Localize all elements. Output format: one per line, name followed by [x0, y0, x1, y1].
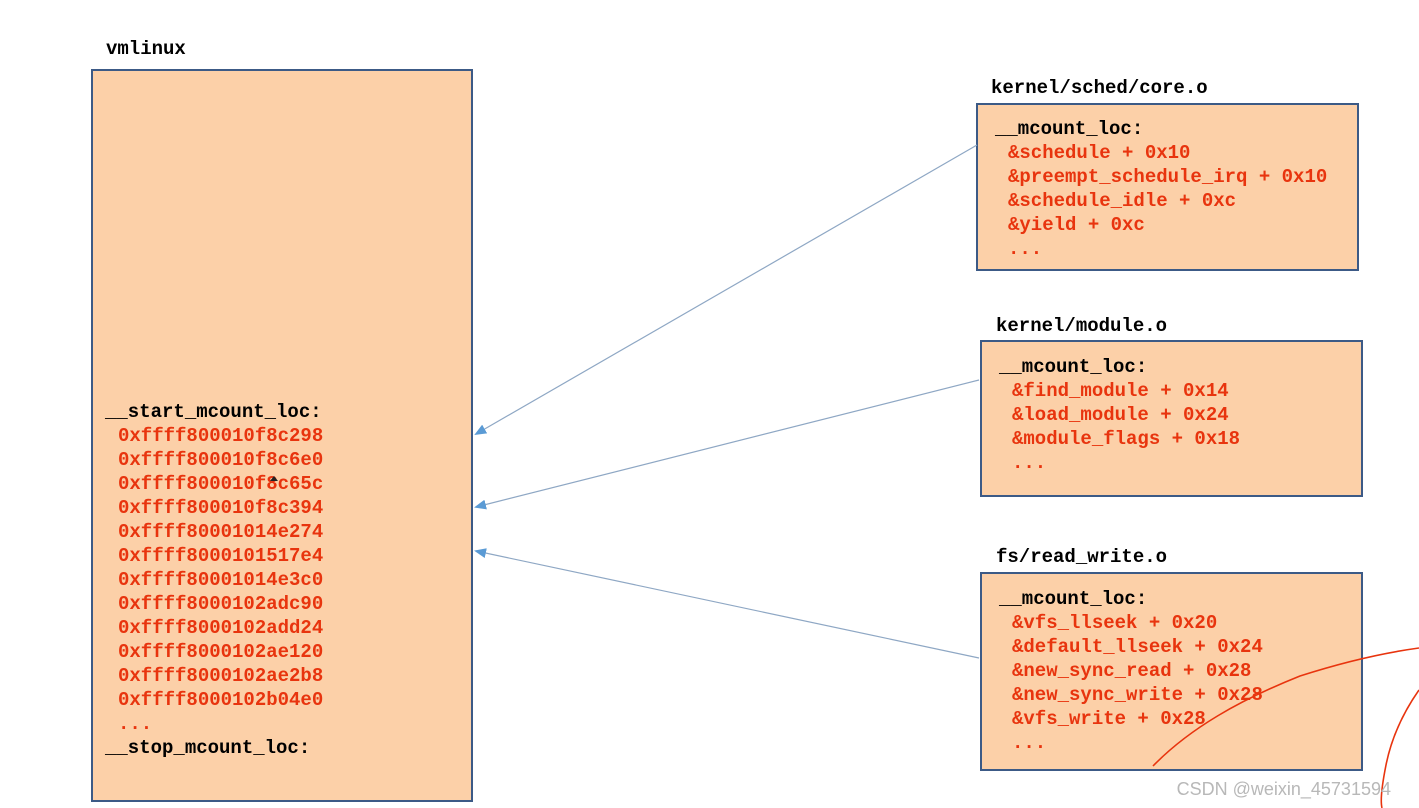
vmlinux-title: vmlinux [106, 38, 186, 60]
read-write-to-vmlinux-arrow [474, 548, 980, 659]
address-row: 0xffff8000102ae2b8 [118, 665, 324, 687]
core-to-vmlinux-arrow [474, 144, 978, 435]
section-label: __mcount_loc: [999, 588, 1148, 610]
mcount-entry: &new_sync_read + 0x28 [1012, 660, 1252, 682]
mcount-entry: &vfs_llseek + 0x20 [1012, 612, 1218, 634]
core-o-box [976, 103, 1359, 271]
address-row: 0xffff8000102ae120 [118, 641, 324, 663]
address-row: 0xffff80001014e3c0 [118, 569, 324, 591]
mcount-entry: &find_module + 0x14 [1012, 380, 1229, 402]
address-row: 0xffff80001014e274 [118, 521, 324, 543]
entry-ellipsis: ... [1012, 452, 1047, 474]
mcount-entry: &yield + 0xc [1008, 214, 1145, 236]
mcount-entry: &vfs_write + 0x28 [1012, 708, 1206, 730]
stop-mcount-label: __stop_mcount_loc: [105, 737, 311, 759]
section-label: __mcount_loc: [995, 118, 1144, 140]
module-to-vmlinux-arrow [474, 379, 980, 510]
entry-ellipsis: ... [1008, 238, 1043, 260]
mcount-entry: &load_module + 0x24 [1012, 404, 1229, 426]
red-annotation-stroke [1152, 647, 1419, 767]
address-row: 0xffff8000101517e4 [118, 545, 324, 567]
mcount-entry: &schedule_idle + 0xc [1008, 190, 1237, 212]
cursor-mark [270, 476, 278, 481]
address-row: 0xffff800010f8c65c [118, 473, 324, 495]
address-row: 0xffff800010f8c298 [118, 425, 324, 447]
address-row: 0xffff8000102add24 [118, 617, 324, 639]
read-write-o-box [980, 572, 1363, 771]
mcount-entry: &module_flags + 0x18 [1012, 428, 1241, 450]
read-write-o-title: fs/read_write.o [996, 546, 1168, 568]
mcount-entry: &new_sync_write + 0x28 [1012, 684, 1263, 706]
address-row: 0xffff8000102b04e0 [118, 689, 324, 711]
module-o-box [980, 340, 1363, 497]
address-row: 0xffff800010f8c6e0 [118, 449, 324, 471]
mcount-entry: &schedule + 0x10 [1008, 142, 1191, 164]
watermark: CSDN @weixin_45731594 [1176, 779, 1391, 799]
mcount-entry: &preempt_schedule_irq + 0x10 [1008, 166, 1328, 188]
start-mcount-label: __start_mcount_loc: [105, 401, 322, 423]
entry-ellipsis: ... [1012, 732, 1047, 754]
vmlinux-box [91, 69, 473, 802]
red-annotation-stroke [1380, 689, 1419, 808]
core-o-title: kernel/sched/core.o [991, 77, 1208, 99]
mcount-entry: &default_llseek + 0x24 [1012, 636, 1263, 658]
section-label: __mcount_loc: [999, 356, 1148, 378]
address-row: 0xffff800010f8c394 [118, 497, 324, 519]
module-o-title: kernel/module.o [996, 315, 1168, 337]
address-ellipsis: ... [118, 713, 153, 735]
address-row: 0xffff8000102adc90 [118, 593, 324, 615]
